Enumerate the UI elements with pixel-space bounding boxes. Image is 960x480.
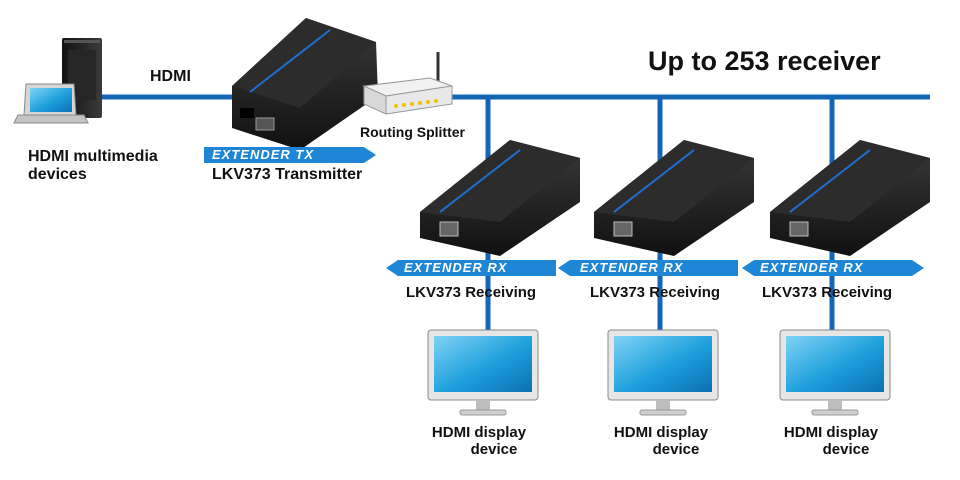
display-label-2-line1: HDMI display: [613, 424, 709, 441]
routing-splitter-icon: [362, 52, 453, 115]
rx-badge-text-1: EXTENDER RX: [404, 260, 508, 275]
transmitter-unit-icon: [232, 18, 378, 150]
source-label-line2: devices: [28, 166, 87, 184]
display-label-1-line1: HDMI display: [431, 424, 527, 441]
monitor-icon-2: [607, 329, 719, 416]
monitor-icon-1: [427, 329, 539, 416]
headline: Up to 253 receiver: [648, 46, 881, 76]
source-label-line1: HDMI multimedia: [28, 148, 158, 165]
extender-rx-badge-3: [742, 260, 924, 276]
extender-tx-badge: [204, 147, 376, 163]
display-label-1-line2: device: [470, 441, 518, 459]
display-label-1: HDMI display device: [414, 424, 544, 459]
display-label-2: HDMI display device: [596, 424, 726, 459]
receiver-label-2: LKV373 Receiving: [590, 284, 721, 301]
extender-rx-badge-2: [558, 260, 738, 276]
transmitter-label: LKV373 Transmitter: [212, 166, 363, 183]
display-label-2-line2: device: [652, 441, 700, 459]
extender-rx-badge-1: [386, 260, 556, 276]
display-label-3-line1: HDMI display: [783, 424, 879, 441]
rx-badge-text-3: EXTENDER RX: [760, 260, 864, 275]
splitter-label: Routing Splitter: [360, 124, 465, 140]
hdmi-source-devices: [13, 38, 102, 124]
receiver-unit-icon-2: [594, 140, 754, 256]
receiver-unit-icon-1: [420, 140, 580, 256]
receiver-unit-icon-3: [770, 140, 930, 256]
rx-badge-text-2: EXTENDER RX: [580, 260, 684, 275]
laptop-icon: [13, 83, 89, 124]
source-label: HDMI multimedia devices: [28, 148, 158, 185]
display-label-3-line2: device: [822, 441, 870, 459]
display-label-3: HDMI display device: [766, 424, 896, 459]
receiver-label-1: LKV373 Receiving: [406, 284, 537, 301]
tx-badge-text: EXTENDER TX: [212, 147, 315, 162]
receiver-label-3: LKV373 Receiving: [762, 284, 893, 301]
monitor-icon-3: [779, 329, 891, 416]
hdmi-link-label: HDMI: [150, 68, 191, 85]
